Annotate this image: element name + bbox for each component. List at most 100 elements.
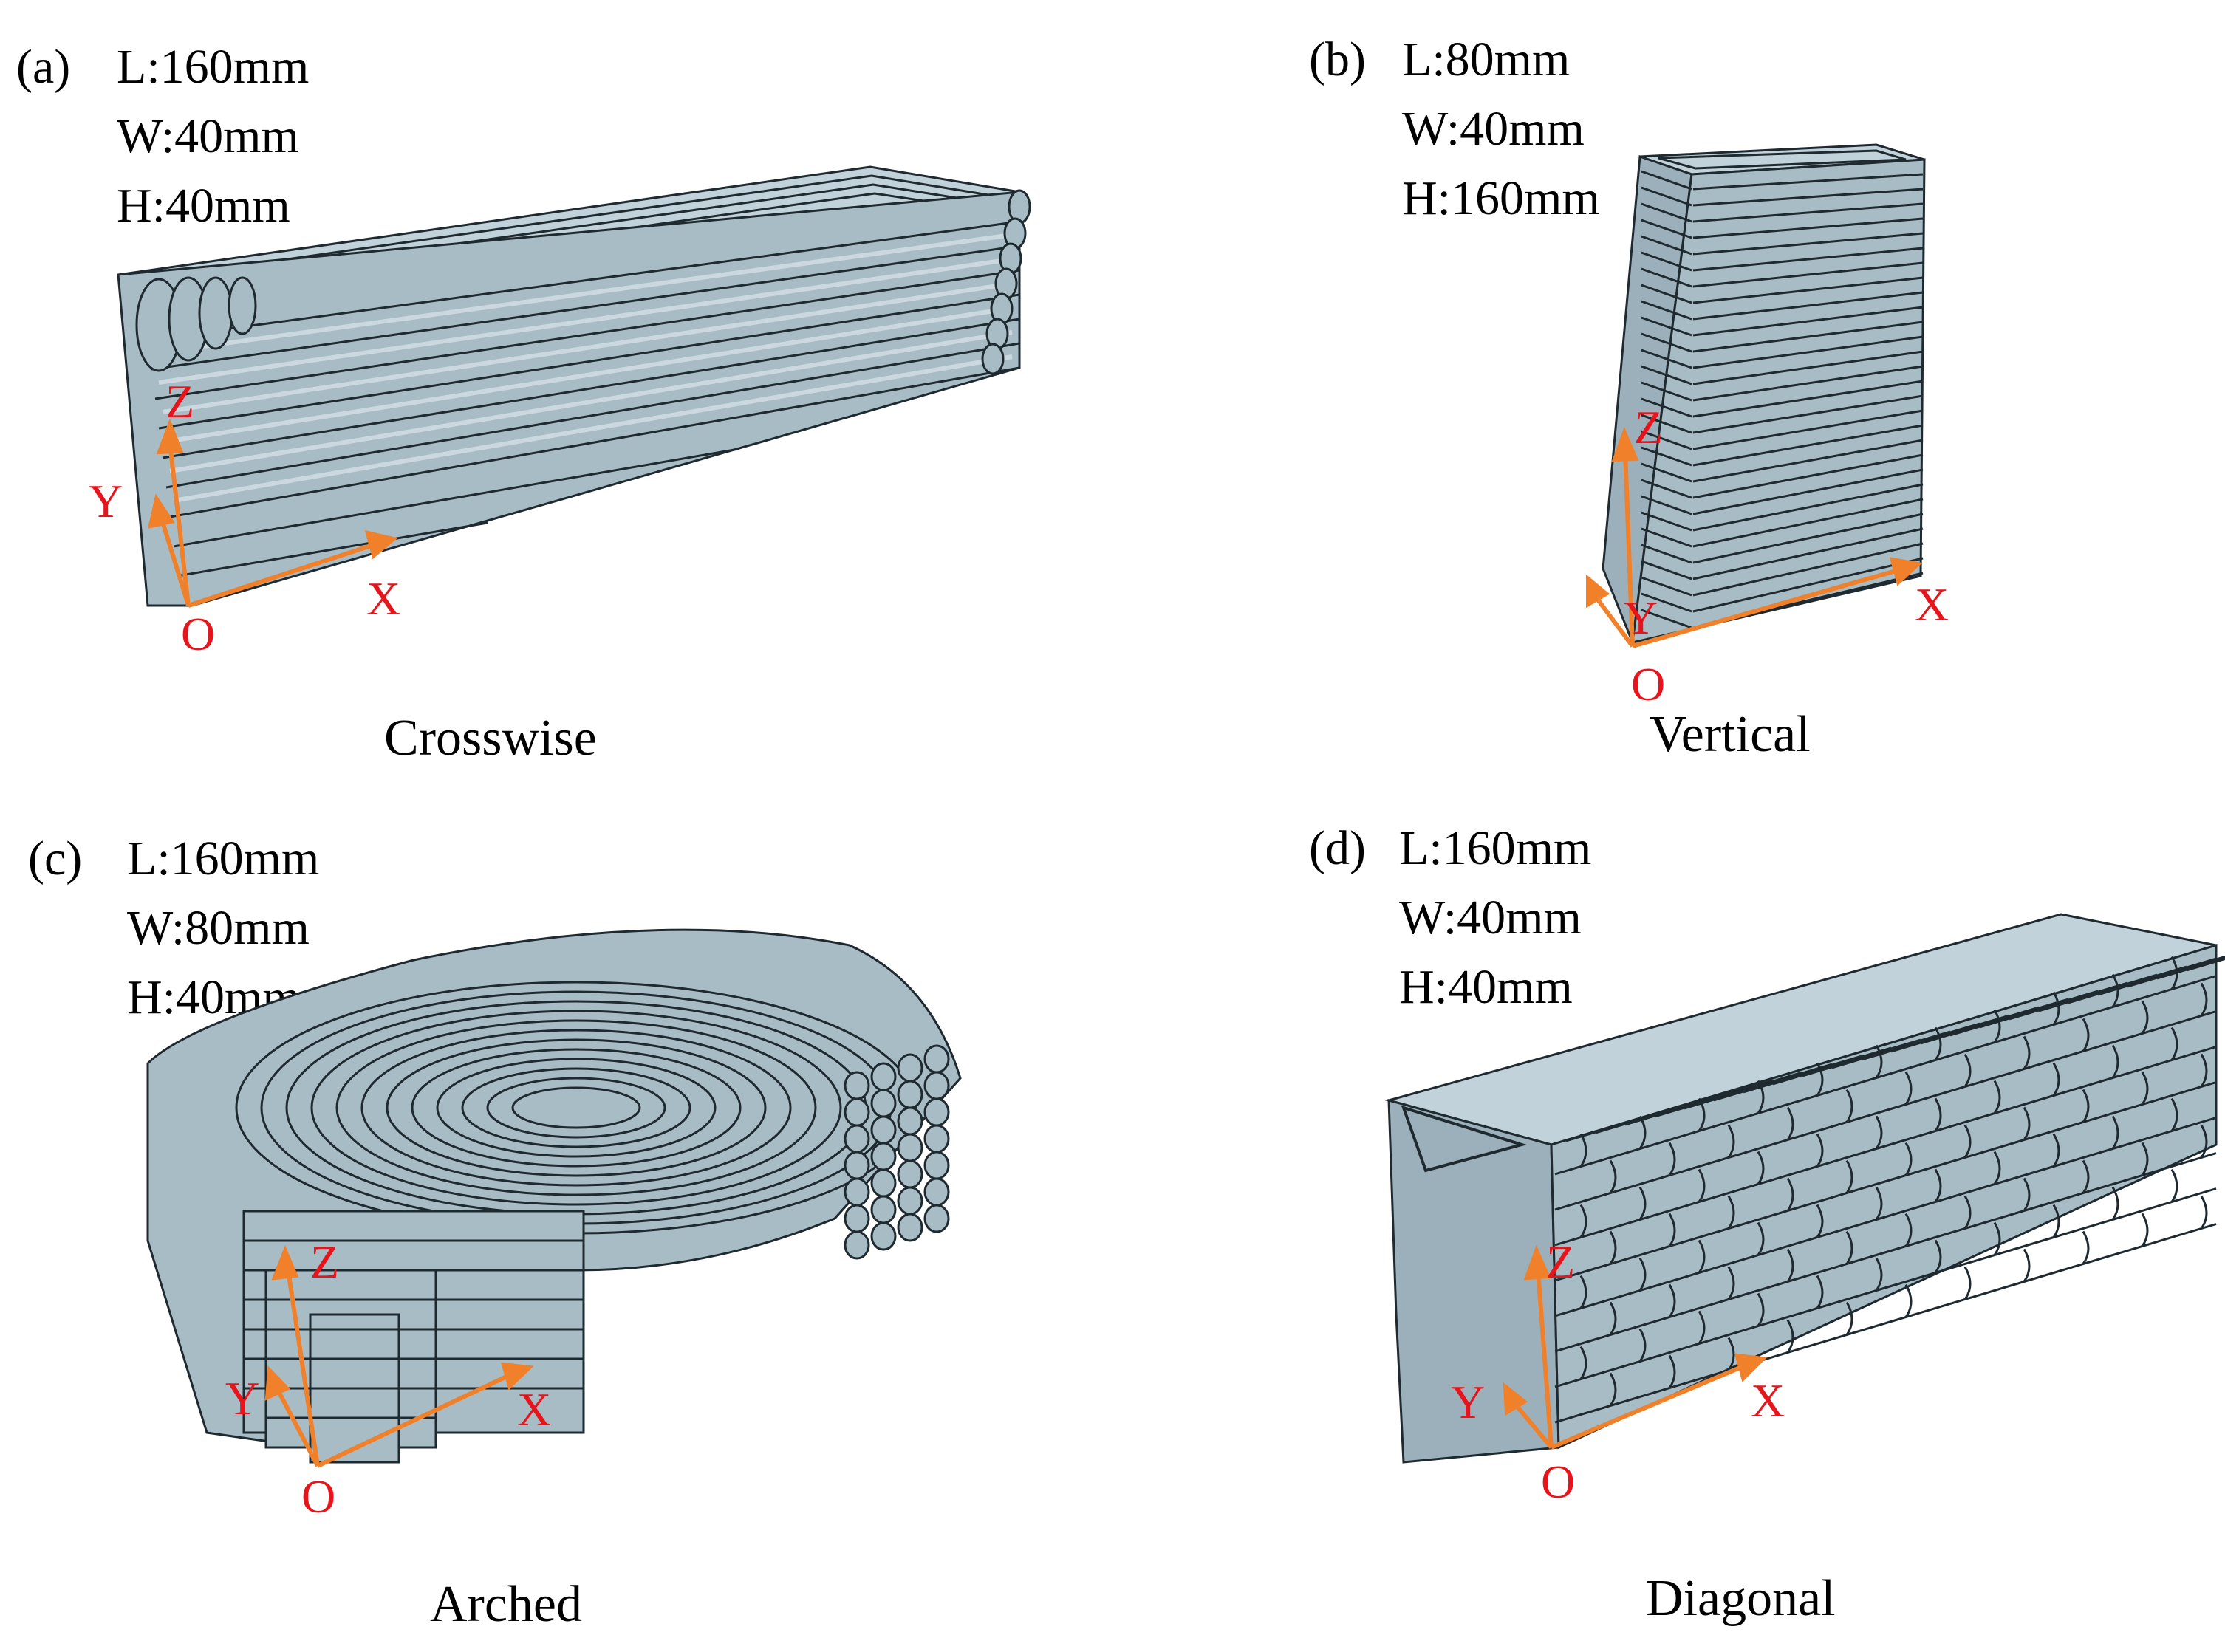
filament-layer-side	[1641, 576, 1692, 597]
axis-x-label-a: X	[366, 572, 400, 625]
filament-joint	[1638, 1115, 1647, 1150]
filament-layer-side	[1641, 446, 1692, 467]
dim-width-b: W:40mm	[1402, 102, 1585, 156]
filament-joint	[1845, 1230, 1853, 1265]
caption-vertical: Vertical	[1650, 706, 1811, 763]
filament-layer-side	[1641, 316, 1692, 337]
filament-row	[1554, 1081, 2217, 1282]
filament-arc	[461, 1067, 691, 1148]
filament-joint	[1579, 1133, 1587, 1168]
filament-joint	[2170, 1097, 2178, 1132]
filament-layer-side	[1641, 544, 1692, 564]
panel-b-vertical: (b) L:80mm W:40mm H:160mm Z Y X O Vertic…	[1108, 0, 2225, 798]
caption-crosswise: Crosswise	[384, 710, 597, 767]
axis-x-label-b: X	[1915, 578, 1949, 631]
filament-joint	[1904, 1142, 1913, 1176]
filament-end	[897, 1106, 923, 1136]
filament-joint	[2170, 956, 2178, 990]
specimen-model-vertical: Z Y X O	[1586, 143, 1949, 710]
filament-layer-side	[1641, 495, 1692, 515]
filament-layer	[1692, 453, 1924, 499]
filament-joint	[1609, 1230, 1617, 1265]
filament-joint	[1609, 1159, 1617, 1194]
filament-joint	[2052, 1062, 2060, 1097]
dim-length-d: L:160mm	[1399, 821, 1592, 875]
filament-layer	[1692, 424, 1924, 467]
axis-z-label-a: Z	[165, 375, 194, 428]
filament-joint	[2111, 1186, 2119, 1221]
specimen-model-crosswise: Z Y X O	[89, 165, 1031, 660]
filament-joint	[2141, 1142, 2149, 1176]
filament-layer-side	[1641, 609, 1692, 629]
filament-joint	[1668, 1213, 1676, 1247]
filament-layer-side	[1641, 202, 1692, 223]
filament-joint	[1993, 1151, 2001, 1185]
filament-layer-side	[1641, 170, 1692, 191]
filament-layer	[1692, 217, 1924, 239]
filament-top-strip	[2186, 957, 2225, 972]
axis-origin-label-b: O	[1631, 658, 1665, 710]
filament-joint	[2141, 1213, 2149, 1247]
filament-end	[897, 1186, 923, 1216]
filament-joint	[1845, 1159, 1853, 1194]
filament-arc	[310, 1010, 842, 1206]
filament-joint	[2111, 1115, 2119, 1150]
filament-layer-side	[1641, 527, 1692, 548]
filament-arc	[411, 1048, 742, 1168]
filament-joint	[1993, 1221, 2001, 1256]
filament-joint	[1668, 1283, 1676, 1318]
filament-end	[844, 1124, 870, 1154]
filament-layer	[1692, 513, 1924, 564]
caption-arched: Arched	[430, 1576, 583, 1633]
filament-layer	[1692, 557, 1924, 613]
dim-width-c: W:80mm	[127, 901, 310, 955]
filament-joint	[1904, 1071, 1913, 1106]
filament-joint	[1579, 1204, 1587, 1238]
filament-layer-side	[1641, 479, 1692, 499]
panel-label-b: (b)	[1309, 32, 1366, 86]
filament-layer-side	[1641, 511, 1692, 532]
filament-ends-arched	[844, 1044, 950, 1260]
filament-layer	[1692, 188, 1924, 207]
filament-end	[923, 1071, 950, 1100]
filament-joint	[2170, 1168, 2178, 1203]
filament-end	[844, 1230, 870, 1260]
axis-z-label-d: Z	[1546, 1235, 1575, 1288]
filament-joint	[1698, 1310, 1706, 1345]
filament-joint	[1757, 1151, 1765, 1185]
filament-row	[1554, 975, 2217, 1176]
filament-layer	[1692, 232, 1924, 256]
axis-z-label-b: Z	[1634, 401, 1663, 453]
filament-row	[1554, 1046, 2217, 1247]
filament-layer	[1692, 468, 1924, 515]
filament-layer-side	[1641, 592, 1692, 613]
axis-y-label-d: Y	[1451, 1376, 1485, 1428]
filament-layer	[1692, 365, 1924, 402]
filament-layer-side	[1641, 267, 1692, 288]
filament-joint	[2023, 1106, 2031, 1141]
filament-joint	[2082, 1089, 2090, 1123]
filament-row	[1554, 1010, 2217, 1211]
filament-joint	[1727, 1266, 1735, 1300]
filament-joint	[1786, 1177, 1794, 1212]
filament-joint	[1757, 1080, 1765, 1114]
filament-end	[870, 1168, 897, 1198]
filament-arc	[360, 1029, 792, 1187]
filament-layer	[1692, 173, 1924, 191]
filament-joint	[2200, 1124, 2208, 1159]
dim-height-a: H:40mm	[117, 179, 290, 233]
filament-layer	[1692, 498, 1924, 548]
axis-origin-label-c: O	[301, 1470, 335, 1523]
filament-end	[897, 1213, 923, 1242]
filament-joint	[1875, 1186, 1883, 1221]
filament-joint	[1727, 1337, 1735, 1371]
filament-joint	[2200, 1195, 2208, 1230]
filament-row	[1554, 1152, 2217, 1353]
axis-y-label-c: Y	[225, 1372, 259, 1425]
filament-layer-side	[1641, 365, 1692, 385]
filament-joint	[1904, 1283, 1913, 1318]
panel-label-d: (d)	[1309, 821, 1366, 875]
filament-joint	[2052, 1133, 2060, 1168]
filament-row	[1554, 1187, 2217, 1388]
filament-joint	[2111, 973, 2119, 1008]
